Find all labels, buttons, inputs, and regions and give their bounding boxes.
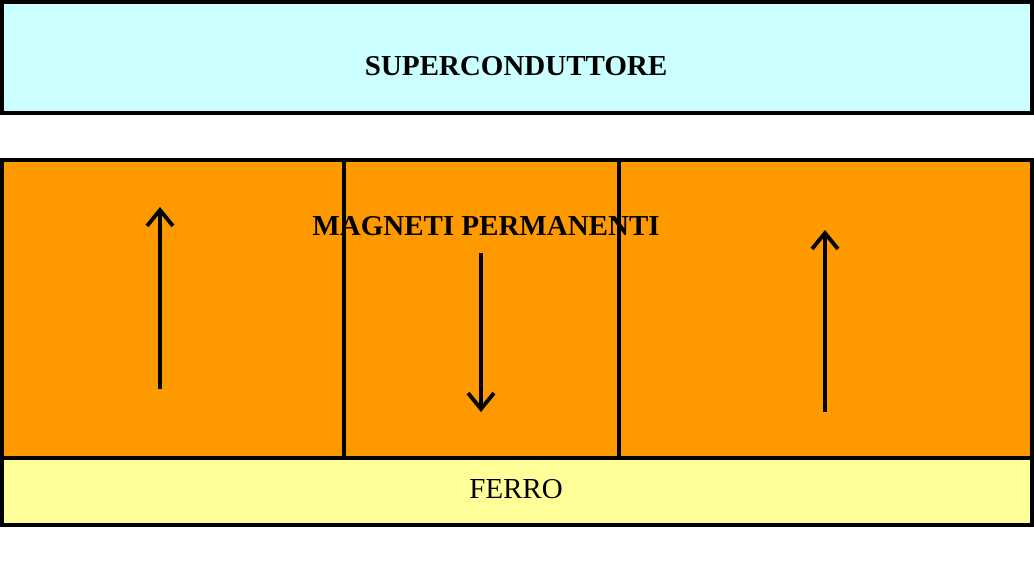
- superconductor-label: SUPERCONDUTTORE: [365, 50, 667, 82]
- iron-layer: [0, 456, 1034, 527]
- arrow-up-icon: [810, 229, 840, 412]
- magnets-layer: [0, 158, 1034, 460]
- arrow-down-icon: [466, 253, 496, 413]
- iron-label: FERRO: [469, 473, 562, 505]
- arrow-up-icon: [145, 206, 175, 389]
- magnets-label: MAGNETI PERMANENTI: [312, 210, 659, 242]
- superconductor-layer: [0, 0, 1034, 115]
